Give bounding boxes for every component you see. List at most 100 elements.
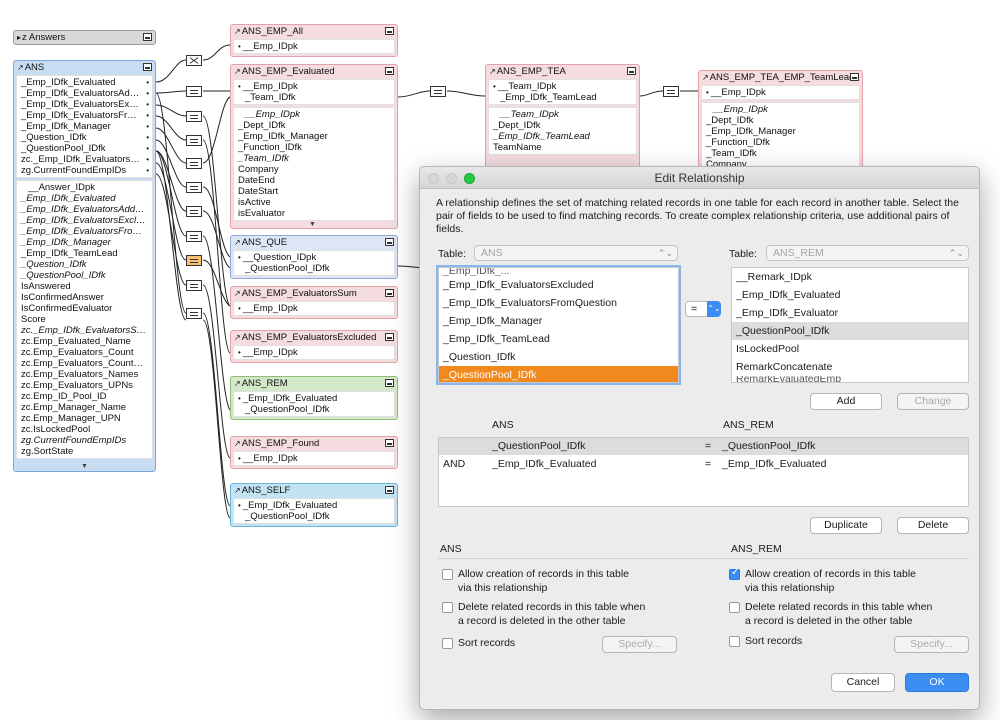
table-ans-emp-tea[interactable]: ↗ANS_EMP_TEA •__Team_IDpk_Emp_IDfk_TeamL… [485,64,640,174]
field-option[interactable]: _QuestionPool_IDfk [732,322,968,340]
field-row[interactable]: zc.Emp_ID_Pool_ID [21,391,107,402]
scroll-down-icon[interactable]: ▼ [309,221,316,228]
field-row[interactable]: IsConfirmedEvaluator [21,303,113,314]
duplicate-button[interactable]: Duplicate [810,517,882,534]
cancel-button[interactable]: Cancel [831,673,895,692]
table-ans[interactable]: ↗ANS _Emp_IDfk_Evaluated•_Emp_IDfk_Evalu… [13,60,156,472]
field-row[interactable]: _Emp_IDfk_Manager [706,126,796,137]
criteria-row[interactable]: _QuestionPool_IDfk=_QuestionPool_IDfk [439,438,968,455]
minimize-window-icon[interactable] [446,173,457,184]
table-ans-emp-evaluated[interactable]: ↗ANS_EMP_Evaluated •__Emp_IDpk_Team_IDfk… [230,64,398,229]
field-row[interactable]: zc.Emp_Evaluators_Count [21,347,134,358]
field-row[interactable]: zc.Emp_Manager_Name [21,402,127,413]
field-row[interactable]: __Answer_IDpk [28,182,96,193]
field-row[interactable]: isEvaluator [238,208,285,219]
field-row[interactable]: zc._Emp_IDfk_EvaluatorsS… [21,325,147,336]
right-table-select[interactable]: ANS_REM ⌃⌄ [766,245,969,261]
field-option[interactable]: _Emp_IDfk_Manager [443,315,543,327]
field-row[interactable]: zc.Emp_Evaluators_Names [21,369,139,380]
field-row[interactable]: _Question_IDfk [21,259,87,270]
table-ans-emp-tea-emp-teamlead[interactable]: ↗ANS_EMP_TEA_EMP_TeamLead •__Emp_IDpk __… [698,70,863,180]
equals-join-icon[interactable] [186,111,202,122]
collapse-icon[interactable] [385,289,394,297]
field-option[interactable]: _Emp_IDfk_EvaluatorsExcluded [443,279,594,291]
key-field-row[interactable]: zg.CurrentFoundEmpIDs• [21,165,149,176]
key-field-row[interactable]: _QuestionPool_IDfk• [21,143,149,154]
collapse-icon[interactable] [385,67,394,75]
left-specify-button[interactable]: Specify... [602,636,677,653]
collapse-icon[interactable] [143,33,152,41]
field-row[interactable]: __Emp_IDpk [713,104,768,115]
field-row[interactable]: zc.Emp_Manager_UPN [21,413,121,424]
field-row[interactable]: Company [706,159,747,170]
field-option[interactable]: _Emp_IDfk_EvaluatorsFromQuestion [443,297,617,309]
table-ans-que[interactable]: ↗ANS_QUE •__Question_IDpk_QuestionPool_I… [230,235,398,279]
field-row[interactable]: _Emp_IDfk_Evaluated [21,193,116,204]
collapse-icon[interactable] [385,238,394,246]
equals-join-icon[interactable] [186,280,202,291]
field-option[interactable]: _Question_IDfk [443,351,516,363]
field-row[interactable]: zg.SortState [21,446,74,457]
field-row[interactable]: _Function_IDfk [706,137,770,148]
key-field-row[interactable]: •__Emp_IDpk [234,453,394,464]
field-option[interactable]: __Remark_IDpk [736,271,812,283]
field-row[interactable]: IsAnswered [21,281,71,292]
add-button[interactable]: Add [810,393,882,410]
field-row[interactable]: Score [21,314,46,325]
equals-join-icon[interactable] [186,182,202,193]
equals-join-icon[interactable] [186,308,202,319]
key-field-row[interactable]: •__Emp_IDpk [234,347,394,358]
field-row[interactable]: Company [238,164,279,175]
key-field-row[interactable]: _QuestionPool_IDfk [234,404,394,415]
key-field-row[interactable]: •_Emp_IDfk_Evaluated [234,393,394,404]
collapse-icon[interactable] [385,439,394,447]
key-field-row[interactable]: _Team_IDfk [234,92,394,103]
field-row[interactable]: _Emp_IDfk_EvaluatorsAdd… [21,204,145,215]
key-field-row[interactable]: •__Emp_IDpk [234,303,394,314]
field-row[interactable]: _Emp_IDfk_TeamLead [493,131,590,142]
field-row[interactable]: zc.Emp_Evaluators_UPNs [21,380,133,391]
field-row[interactable]: _Function_IDfk [238,142,302,153]
equals-join-icon[interactable] [186,86,202,97]
right-delete-related-checkbox[interactable] [729,602,740,613]
field-row[interactable]: _Dept_IDfk [706,115,754,126]
key-field-row[interactable]: _QuestionPool_IDfk [234,263,394,274]
key-field-row[interactable]: •__Team_IDpk [489,81,636,92]
field-row[interactable]: _Emp_IDfk_Manager [21,237,111,248]
key-field-row[interactable]: •__Emp_IDpk [702,87,859,98]
scroll-down-icon[interactable]: ▼ [81,463,88,470]
right-specify-button[interactable]: Specify... [894,636,969,653]
left-delete-related-checkbox[interactable] [442,602,453,613]
field-row[interactable]: _Emp_IDfk_EvaluatorsFro… [21,226,142,237]
field-option[interactable]: _Emp_IDfk_Evaluated [736,289,841,301]
cartesian-join-icon[interactable] [186,55,202,66]
key-field-row[interactable]: _Emp_IDfk_TeamLead [489,92,636,103]
equals-join-icon-selected[interactable] [186,255,202,266]
equals-join-icon[interactable] [186,135,202,146]
field-row[interactable]: TeamName [493,142,542,153]
table-ans-self[interactable]: ↗ANS_SELF •_Emp_IDfk_Evaluated_QuestionP… [230,483,398,527]
zoom-window-icon[interactable] [464,173,475,184]
right-sort-records-checkbox[interactable] [729,636,740,647]
table-ans-rem[interactable]: ↗ANS_REM •_Emp_IDfk_Evaluated_QuestionPo… [230,376,398,420]
collapse-icon[interactable] [385,379,394,387]
key-field-row[interactable]: _Question_IDfk• [21,132,149,143]
key-field-row[interactable]: •__Emp_IDpk [234,41,394,52]
collapse-icon[interactable] [385,486,394,494]
key-field-row[interactable]: _Emp_IDfk_EvaluatorsFr…• [21,110,149,121]
key-field-row[interactable]: •_Emp_IDfk_Evaluated [234,500,394,511]
equals-join-icon[interactable] [663,86,679,97]
field-row[interactable]: __Team_IDpk [500,109,559,120]
field-row[interactable]: _Dept_IDfk [238,120,286,131]
field-option[interactable]: RemarkConcatenate [736,361,833,373]
equals-join-icon[interactable] [430,86,446,97]
key-field-row[interactable]: _Emp_IDfk_EvaluatorsEx…• [21,99,149,110]
field-row[interactable]: zc.Emp_Evaluators_Count… [21,358,143,369]
key-field-row[interactable]: •__Question_IDpk [234,252,394,263]
ok-button[interactable]: OK [905,673,969,692]
right-allow-creation-checkbox[interactable] [729,567,740,580]
table-ans-emp-all[interactable]: ↗ANS_EMP_All •__Emp_IDpk [230,24,398,57]
field-option[interactable]: _Emp_IDfk_TeamLead [443,333,550,345]
collapse-icon[interactable] [385,27,394,35]
